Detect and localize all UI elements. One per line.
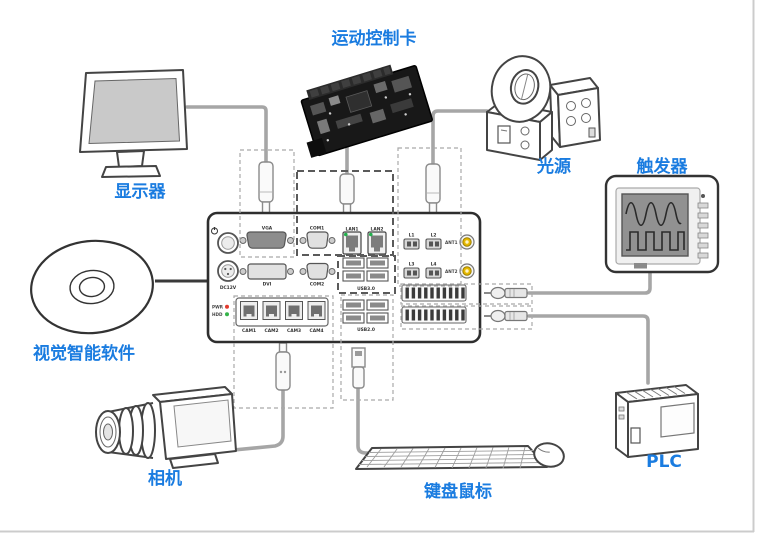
trigger-device	[604, 174, 720, 274]
com1-port: COM1	[299, 226, 336, 249]
light-label: 光源	[536, 156, 571, 177]
cam4-label: CAM4	[309, 328, 323, 334]
trigger-label: 触发器	[636, 156, 689, 177]
ant1-port: ANT1	[445, 234, 475, 250]
power-button	[211, 227, 239, 254]
keyboard-cable	[356, 386, 376, 455]
hdd-led-label: HDD	[212, 312, 223, 317]
plc-cable	[527, 314, 650, 385]
cables	[155, 105, 652, 455]
monitor-vga-plug	[258, 161, 274, 214]
plc-device	[615, 384, 699, 458]
io-terminal-blocks	[401, 284, 467, 324]
camera-cable	[201, 386, 285, 455]
trigger-cable	[527, 270, 652, 295]
ant2-label: ANT2	[445, 269, 458, 274]
camera-label: 相机	[148, 468, 182, 489]
com1-label: COM1	[310, 226, 324, 232]
light-source-device	[486, 55, 601, 161]
plc-label: PLC	[646, 452, 682, 472]
keyboard-mouse-label: 键盘鼠标	[424, 481, 492, 502]
dc-power-port: DC12V	[217, 260, 239, 291]
com2-port: COM2	[299, 262, 336, 288]
dvi-label: DVI	[263, 282, 272, 288]
dvi-port: DVI	[239, 263, 294, 288]
device-labels: 显示器 运动控制卡 光源 触发器 视觉智能软件 相机 键盘鼠标 PLC	[33, 28, 688, 502]
usb2-label: USB2.0	[357, 327, 375, 333]
motion-card-plug	[339, 173, 355, 214]
l1-label: L1	[409, 233, 415, 239]
trigger-connector	[484, 286, 528, 300]
controller-box: DC12V VGA COM1 DVI COM2	[206, 211, 482, 344]
vga-label: VGA	[262, 226, 273, 232]
lan1-label: LAN1	[346, 227, 359, 233]
l2-label: L2	[431, 233, 437, 239]
ant1-label: ANT1	[445, 240, 458, 245]
light-controller-box-right	[549, 77, 601, 148]
light-cable	[431, 109, 489, 168]
keyboard-usb-plug	[351, 347, 366, 389]
vga-zone	[239, 149, 295, 258]
motion-card-zone	[296, 170, 394, 256]
plc-io-zone	[400, 305, 533, 330]
cam1-label: CAM1	[242, 328, 256, 334]
lan1-port: LAN1	[342, 227, 362, 255]
monitor-device	[79, 69, 188, 178]
monitor-cable	[185, 105, 268, 168]
motion-card-label: 运动控制卡	[332, 28, 417, 49]
ant2-port: ANT2	[445, 263, 475, 279]
light-connectors: L1 L2 L3 L4	[403, 233, 442, 279]
connection-zones	[233, 147, 533, 409]
cam3-label: CAM3	[287, 328, 301, 334]
usb2-zone	[340, 294, 394, 401]
usb3-zone	[337, 255, 396, 294]
status-leds: PWR HDD	[212, 304, 229, 317]
camera-device	[95, 386, 237, 469]
usb3-label: USB3.0	[357, 286, 375, 292]
usb2-ports: USB2.0	[342, 299, 389, 333]
lan2-label: LAN2	[371, 227, 384, 233]
pwr-led	[225, 304, 229, 309]
motion-card-device	[300, 64, 433, 158]
monitor-label: 显示器	[115, 182, 167, 202]
lan2-port: LAN2	[367, 227, 387, 255]
cam2-label: CAM2	[264, 328, 278, 334]
vga-port: VGA	[239, 226, 294, 249]
software-cd-device	[30, 239, 154, 335]
usb3-ports: USB3.0	[342, 257, 389, 292]
plc-connector	[484, 309, 528, 323]
plugs	[258, 161, 528, 391]
trigger-io-zone	[400, 283, 533, 305]
l4-label: L4	[431, 262, 437, 268]
camera-zone	[233, 295, 334, 409]
pwr-led-label: PWR	[212, 305, 224, 310]
hdd-led	[225, 312, 229, 317]
camera-ports: CAM1 CAM2 CAM3 CAM4	[235, 297, 329, 334]
square-wave	[626, 231, 685, 251]
sine-wave	[625, 201, 682, 227]
ring-light	[490, 55, 552, 123]
light-zone	[397, 147, 462, 287]
software-label: 视觉智能软件	[33, 343, 135, 364]
mouse	[533, 442, 565, 468]
com2-label: COM2	[310, 282, 324, 288]
l3-label: L3	[409, 262, 415, 268]
dc-label: DC12V	[220, 285, 237, 291]
camera-plug	[275, 342, 291, 391]
light-plug	[425, 163, 441, 214]
keyboard-mouse-device	[355, 442, 565, 470]
